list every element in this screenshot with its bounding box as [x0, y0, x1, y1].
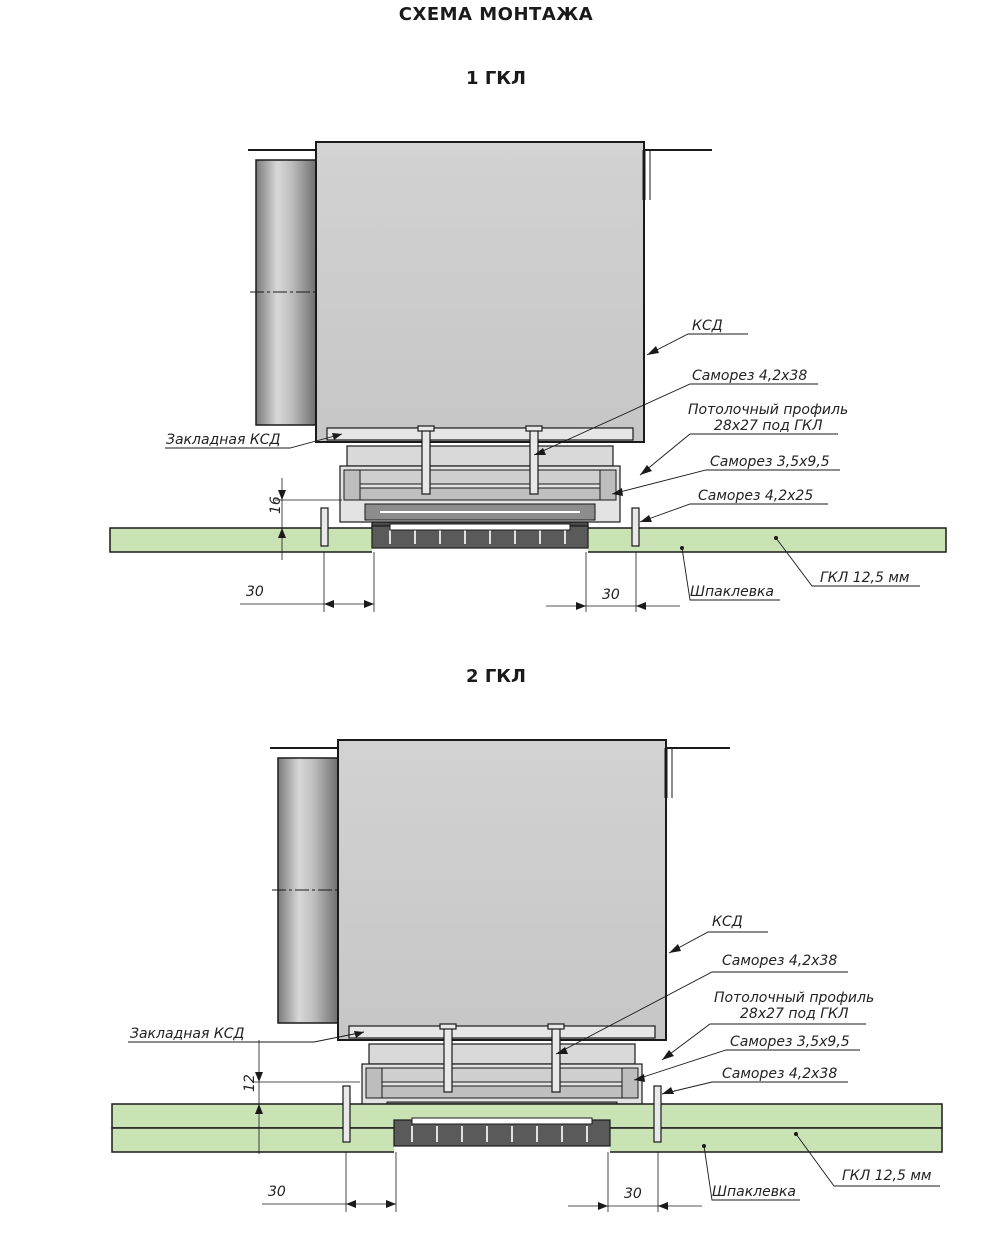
- label-profile-1-b: 28х27 под ГКЛ: [714, 418, 823, 434]
- label-screw-mid-1: Саморез 4,2х25: [698, 488, 813, 504]
- dim-height-1: 16: [268, 496, 284, 514]
- dim-left-2: 30: [268, 1184, 286, 1200]
- mounting-frame: [368, 1043, 636, 1065]
- dim-right-1: 30: [602, 587, 620, 603]
- embedded-plate: [326, 427, 634, 441]
- label-gkl-2: ГКЛ 12,5 мм: [842, 1168, 932, 1184]
- label-screw-small-2: Саморез 3,5х9,5: [730, 1034, 850, 1050]
- dim-right-2: 30: [624, 1186, 642, 1202]
- label-screw-long-2: Саморез 4,2х38: [722, 953, 837, 969]
- label-screw-small-1: Саморез 3,5х9,5: [710, 454, 830, 470]
- variant-2-heading: 2 ГКЛ: [466, 666, 526, 687]
- ksd-box: [315, 141, 645, 443]
- page-title: СХЕМА МОНТАЖА: [398, 4, 594, 25]
- embedded-plate: [348, 1025, 656, 1039]
- diagram-1-gkl: 16 30 30 КСД Саморез 4,2х38 Потолочный п…: [109, 141, 947, 612]
- ksd-box: [337, 739, 667, 1041]
- label-gkl-1: ГКЛ 12,5 мм: [820, 570, 910, 586]
- label-screw-long-1: Саморез 4,2х38: [692, 368, 807, 384]
- diagram-2-gkl: 12 30 30 КСД Саморез 4,2х38 Потолочный п…: [111, 739, 943, 1212]
- label-profile-1-a: Потолочный профиль: [688, 402, 848, 418]
- label-screw-mid-2: Саморез 4,2х38: [722, 1066, 837, 1082]
- dim-height-2: 12: [242, 1074, 258, 1092]
- label-profile-2-a: Потолочный профиль: [714, 990, 874, 1006]
- variant-1-heading: 1 ГКЛ: [466, 68, 526, 89]
- label-ksd-1: КСД: [692, 318, 723, 334]
- mounting-frame: [346, 445, 614, 467]
- label-ksd-2: КСД: [712, 914, 743, 930]
- label-embedded-1: Закладная КСД: [166, 432, 281, 448]
- label-putty-1: Шпаклевка: [690, 584, 774, 600]
- dim-left-1: 30: [246, 584, 264, 600]
- label-embedded-2: Закладная КСД: [130, 1026, 245, 1042]
- label-profile-2-b: 28х27 под ГКЛ: [740, 1006, 849, 1022]
- label-putty-2: Шпаклевка: [712, 1184, 796, 1200]
